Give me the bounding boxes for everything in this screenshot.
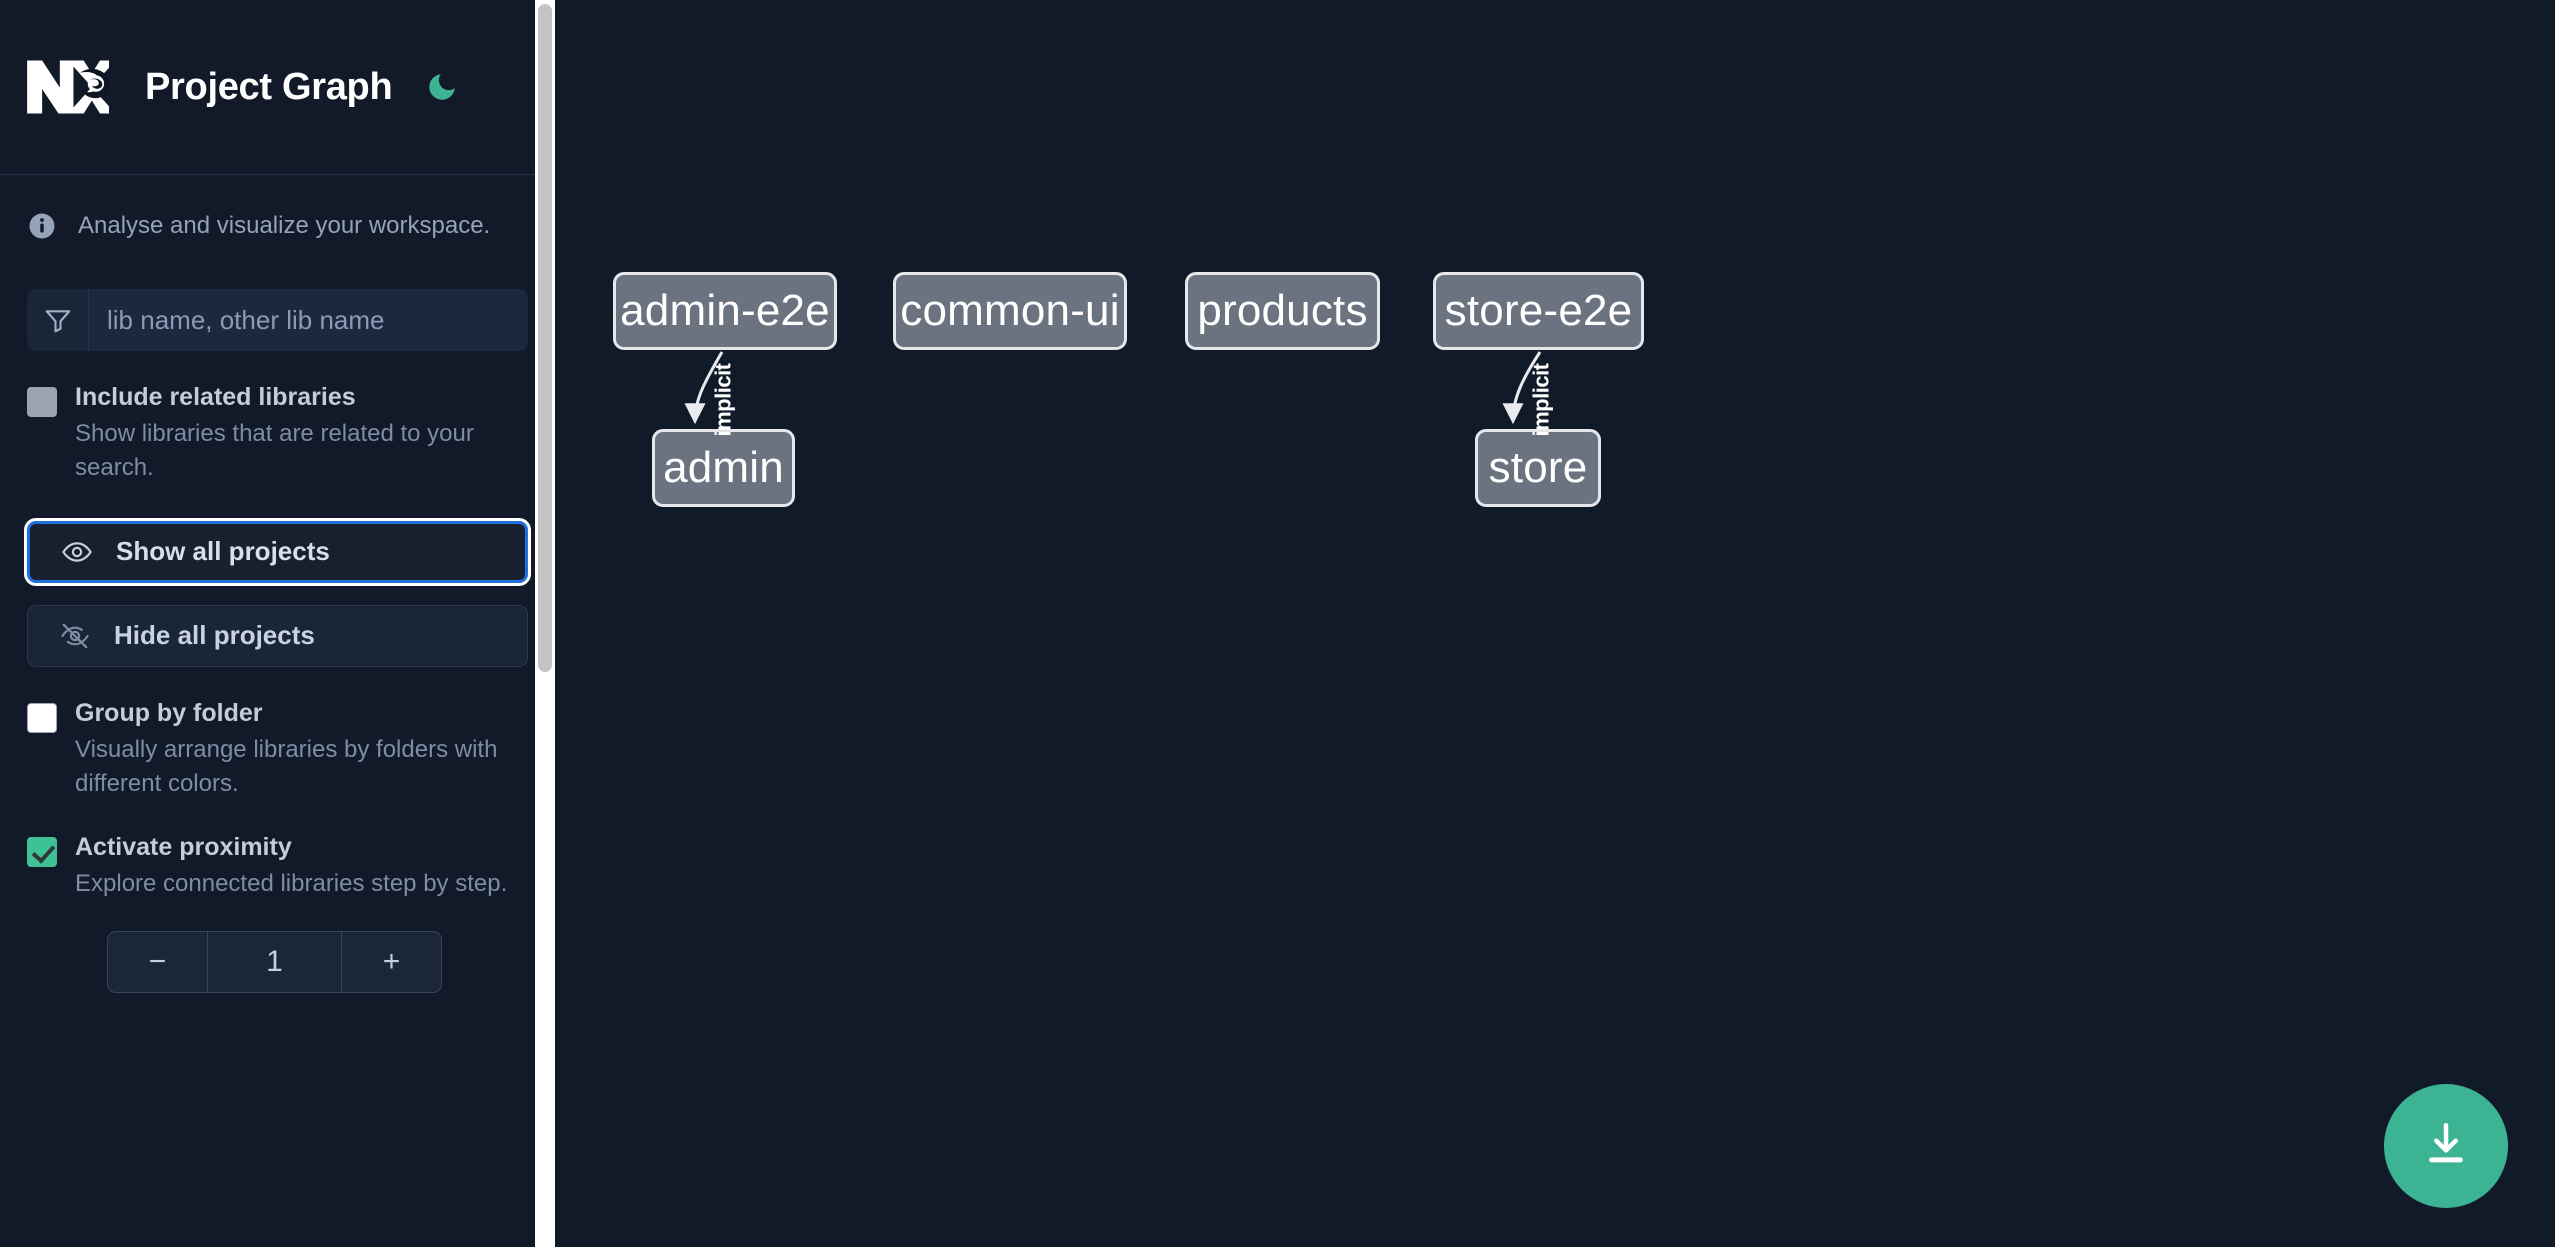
- hide-all-projects-button[interactable]: Hide all projects: [27, 604, 528, 667]
- option-description: Show libraries that are related to your …: [75, 419, 474, 481]
- sidebar-body: Include related libraries Show libraries…: [0, 289, 555, 993]
- activate-proximity-checkbox[interactable]: [27, 836, 57, 867]
- funnel-filter-icon: [27, 289, 89, 351]
- graph-canvas[interactable]: admin-e2e common-ui products store-e2e admin…: [555, 0, 2555, 1247]
- stepper-decrement-button[interactable]: −: [108, 931, 208, 992]
- option-title: Group by folder: [75, 698, 263, 727]
- graph-edge-label-admin-e2e-admin: implicit: [710, 363, 736, 437]
- search-input[interactable]: [89, 289, 528, 351]
- group-by-folder-checkbox[interactable]: [27, 702, 57, 733]
- option-group-by-folder[interactable]: Group by folder Visually arrange librari…: [27, 697, 528, 801]
- stepper-value: 1: [266, 944, 283, 978]
- download-icon: [2419, 1118, 2473, 1175]
- sidebar-scrollbar-thumb[interactable]: [538, 4, 552, 672]
- show-all-projects-button[interactable]: Show all projects: [27, 520, 528, 583]
- option-activate-proximity[interactable]: Activate proximity Explore connected lib…: [27, 831, 528, 901]
- proximity-stepper[interactable]: − 1 +: [107, 930, 442, 993]
- graph-edge-label-store-e2e-store: implicit: [1528, 363, 1554, 437]
- graph-edges-layer: [684, 351, 1542, 425]
- workspace-info-text: Analyse and visualize your workspace.: [78, 212, 491, 239]
- sidebar-scrollbar[interactable]: [535, 0, 555, 1247]
- graph-node-common-ui[interactable]: common-ui: [893, 272, 1127, 350]
- option-description: Explore connected libraries step by step…: [75, 869, 508, 897]
- eye-icon: [60, 535, 94, 569]
- option-texts: Group by folder Visually arrange librari…: [75, 697, 525, 801]
- download-graph-button[interactable]: [2384, 1084, 2508, 1208]
- hide-all-projects-label: Hide all projects: [114, 620, 315, 651]
- graph-node-store-e2e[interactable]: store-e2e: [1433, 272, 1644, 350]
- include-related-checkbox[interactable]: [27, 387, 57, 417]
- option-title: Include related libraries: [75, 383, 356, 411]
- page-title: Project Graph: [145, 65, 393, 108]
- nx-logo-icon: [27, 55, 116, 119]
- sidebar: Project Graph Analyse and visualize your…: [0, 0, 555, 1247]
- graph-node-admin-e2e[interactable]: admin-e2e: [613, 272, 837, 350]
- option-texts: Include related libraries Show libraries…: [75, 381, 525, 485]
- show-all-projects-label: Show all projects: [116, 536, 330, 567]
- filter-field[interactable]: [27, 289, 528, 351]
- visibility-button-group: Show all projects Hide all projects: [27, 520, 528, 667]
- moon-icon[interactable]: [422, 67, 462, 107]
- info-circle-icon: [27, 211, 57, 241]
- eye-off-icon: [58, 619, 92, 653]
- option-description: Visually arrange libraries by folders wi…: [75, 735, 498, 797]
- workspace-info: Analyse and visualize your workspace.: [0, 175, 555, 277]
- sidebar-header: Project Graph: [0, 0, 555, 175]
- stepper-increment-button[interactable]: +: [341, 931, 441, 992]
- graph-node-store[interactable]: store: [1475, 429, 1601, 507]
- option-include-related-libraries[interactable]: Include related libraries Show libraries…: [27, 381, 528, 485]
- option-texts: Activate proximity Explore connected lib…: [75, 831, 507, 901]
- graph-node-products[interactable]: products: [1185, 272, 1380, 350]
- option-title: Activate proximity: [75, 832, 292, 861]
- graph-node-admin[interactable]: admin: [652, 429, 795, 507]
